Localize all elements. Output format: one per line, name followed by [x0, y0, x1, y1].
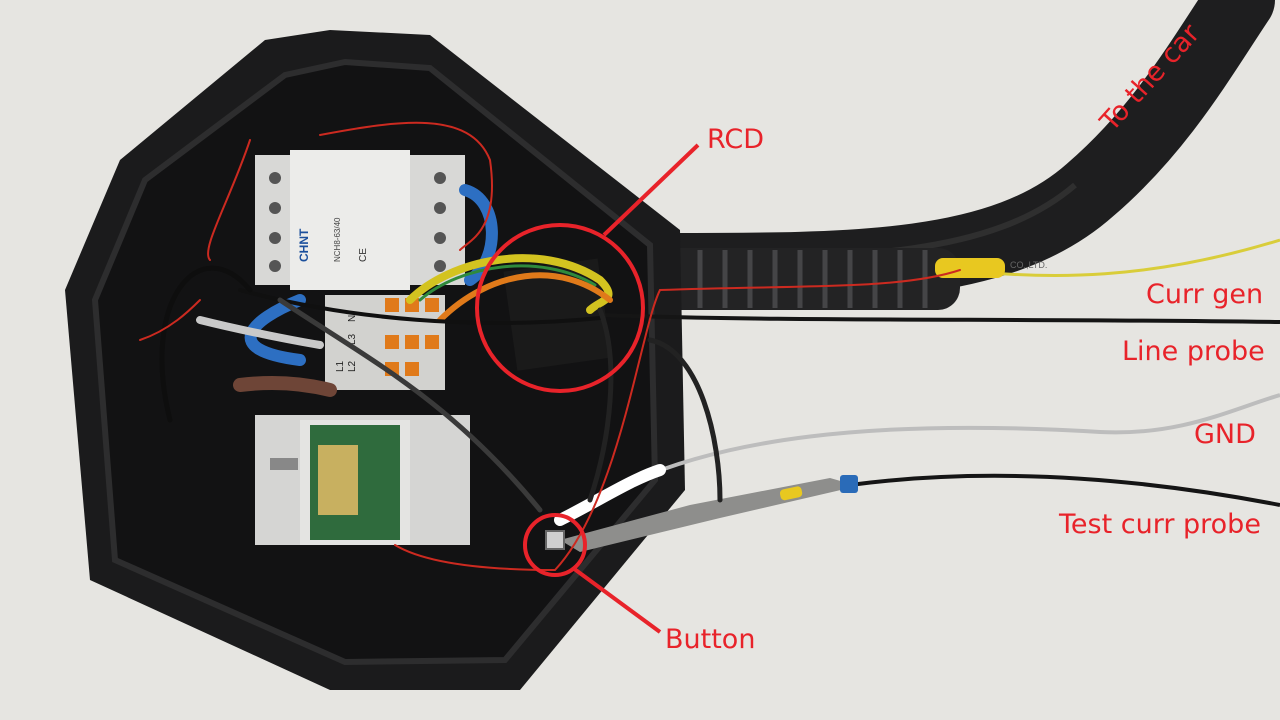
line-probe-label: Line probe	[1122, 336, 1265, 367]
ce-mark: CE	[358, 248, 369, 262]
cable-gland	[640, 248, 960, 310]
test-curr-probe-wire	[849, 473, 1280, 507]
push-button	[545, 530, 565, 550]
cable-print: CO.,LTD.	[1010, 260, 1047, 270]
terminal-label-l3: L3	[347, 333, 358, 345]
rcd-pointer-line	[602, 143, 700, 237]
terminal-label-l1: L1	[335, 360, 346, 372]
button-highlight-circle	[523, 513, 587, 577]
gnd-label: GND	[1194, 419, 1256, 450]
line-probe-wire	[599, 313, 1280, 324]
contactor	[255, 150, 465, 290]
annotation-overlay	[475, 143, 700, 634]
terminal-label-l2: L2	[347, 360, 358, 372]
curr-gen-label: Curr gen	[1146, 279, 1264, 310]
controller-module	[255, 415, 470, 545]
contactor-model: NCH8-63/40	[333, 217, 342, 262]
terminal-label-n: N	[347, 315, 358, 322]
white-clip-wire	[554, 464, 666, 526]
internal-wiring	[139, 121, 961, 572]
button-pointer-line	[571, 566, 662, 634]
rcd-highlight-circle	[475, 223, 645, 393]
test-curr-probe-label: Test curr probe	[1059, 509, 1261, 540]
gnd-wire	[578, 393, 1280, 512]
button-label: Button	[665, 624, 756, 655]
contactor-brand: CHNT	[297, 228, 311, 262]
oscilloscope-probe	[560, 475, 858, 552]
rcd-label: RCD	[707, 124, 765, 155]
